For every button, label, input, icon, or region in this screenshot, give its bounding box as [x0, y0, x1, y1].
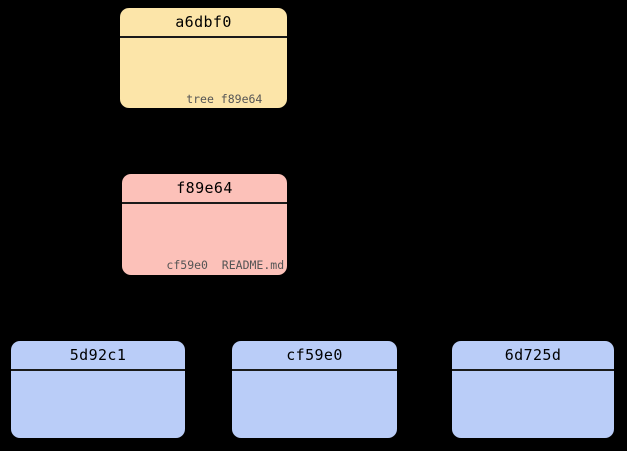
- node-blob-cf59e0[interactable]: cf59e0 # Description This is my hello wo…: [232, 341, 397, 438]
- node-title-6d725d: 6d725d: [452, 341, 614, 371]
- node-body-f89e64: cf59e0 README.md 5d92c1 index.php: [122, 204, 287, 275]
- node-title-f89e64: f89e64: [122, 174, 287, 204]
- node-line: tree f89e64: [186, 92, 263, 106]
- node-title-cf59e0: cf59e0: [232, 341, 397, 371]
- node-body-6d725d: <?php echo "Hello World"; // some code m…: [452, 371, 614, 438]
- node-blob-6d725d[interactable]: 6d725d <?php echo "Hello World"; // some…: [452, 341, 614, 438]
- node-title-a6dbf0: a6dbf0: [120, 8, 287, 38]
- node-tree-f89e64[interactable]: f89e64 cf59e0 README.md 5d92c1 index.php: [122, 174, 287, 275]
- node-body-cf59e0: # Description This is my hello world pro…: [232, 371, 397, 438]
- node-body-5d92c1: <?php echo "Hello World";: [11, 371, 185, 438]
- node-commit-a6dbf0[interactable]: a6dbf0 tree f89e64: [120, 8, 287, 108]
- node-line: cf59e0 README.md: [166, 258, 285, 272]
- node-blob-5d92c1[interactable]: 5d92c1 <?php echo "Hello World";: [11, 341, 185, 438]
- node-title-5d92c1: 5d92c1: [11, 341, 185, 371]
- node-body-a6dbf0: tree f89e64: [120, 38, 287, 108]
